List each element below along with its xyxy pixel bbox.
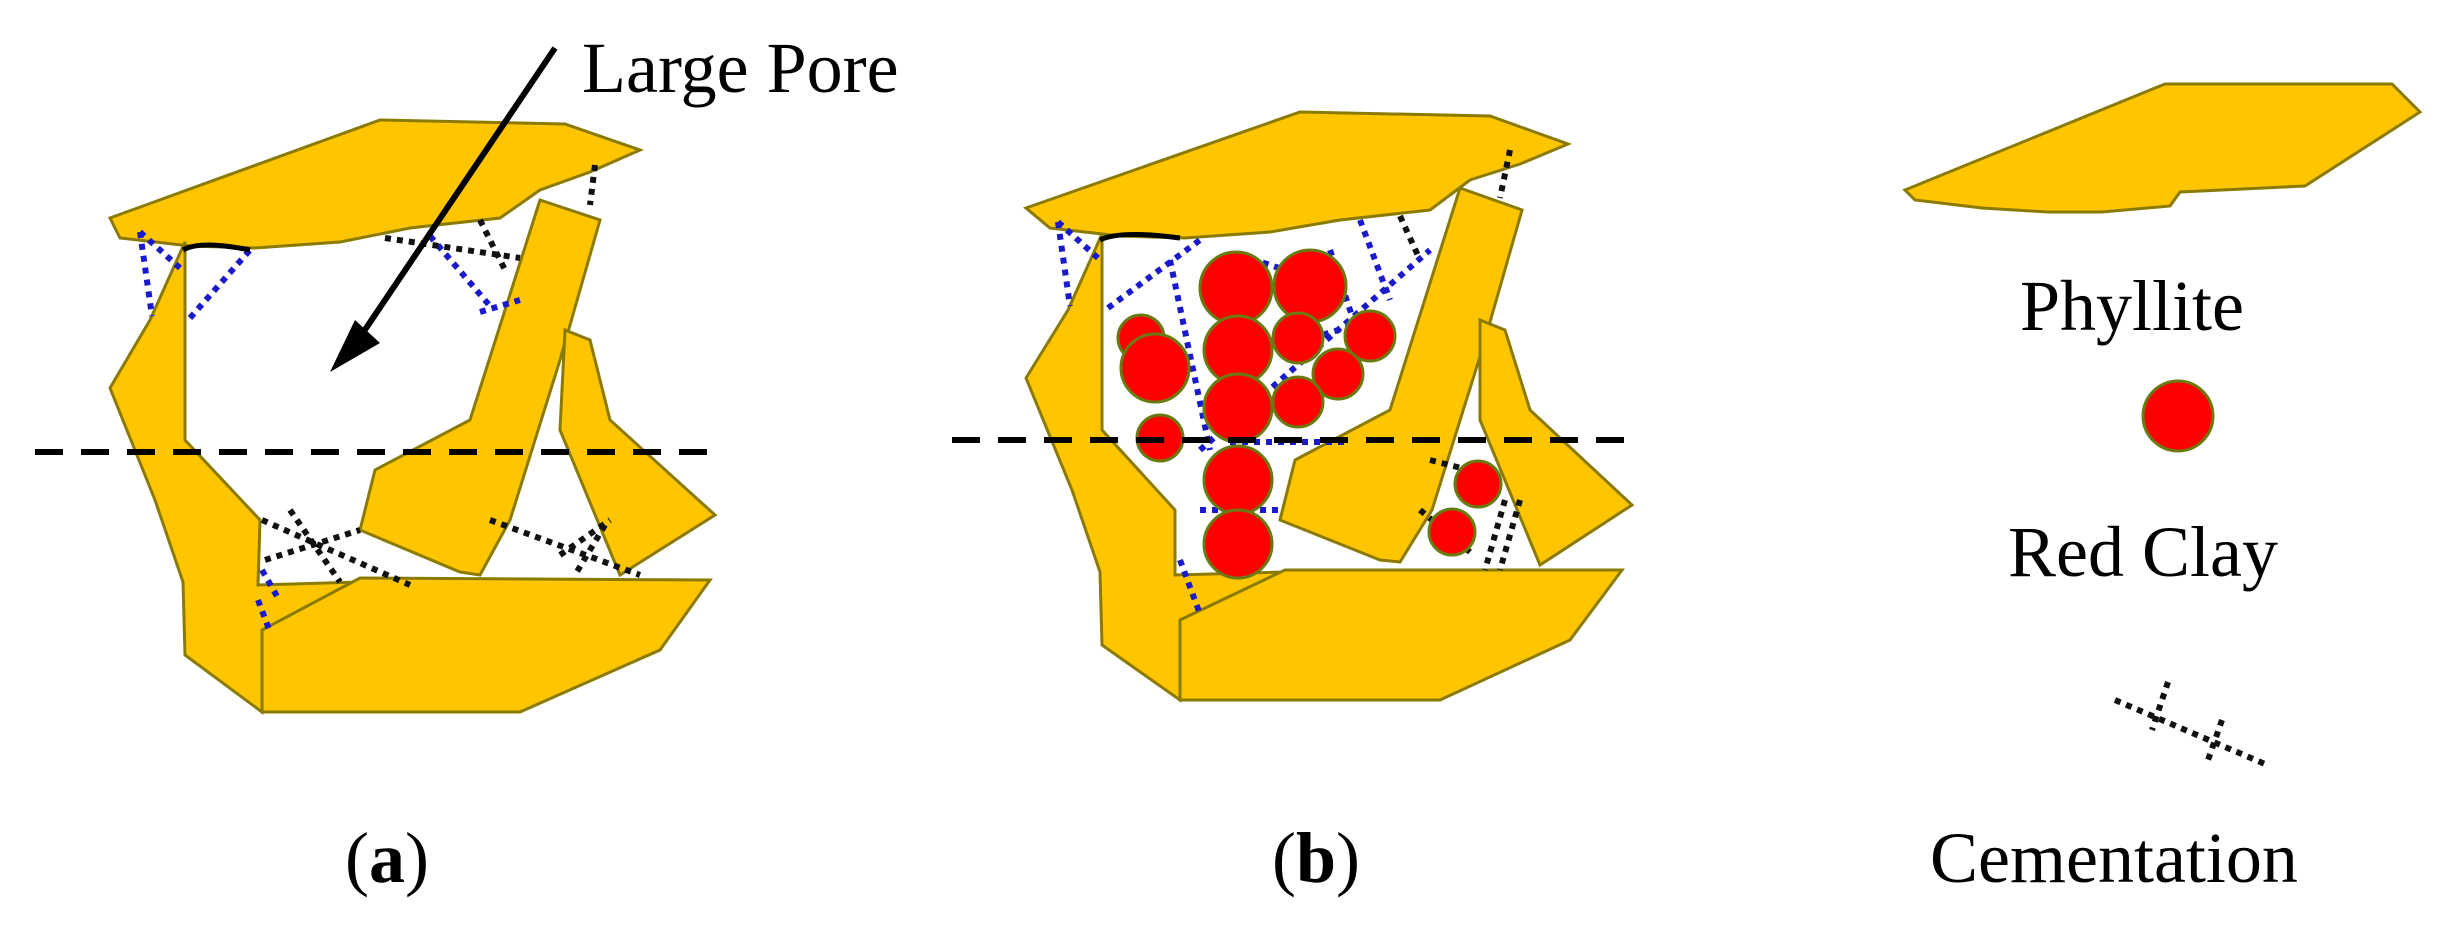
large-pore-label: Large Pore (582, 28, 899, 108)
cementation-mark (1497, 499, 1523, 571)
bonding-line (137, 229, 183, 271)
legend-red-clay-label: Red Clay (2008, 512, 2278, 592)
bonding-line (1357, 218, 1393, 302)
bonding-line (255, 598, 273, 634)
bonding-line (1177, 558, 1203, 616)
panel-b (1023, 110, 1635, 703)
phyllite-bottom-plate-b (1178, 568, 1625, 702)
panel-a-caption: (a) (345, 818, 429, 898)
legend-phyllite-swatch (1902, 82, 2423, 214)
legend-phyllite-label: Phyllite (2020, 266, 2244, 346)
cementation-mark (287, 508, 343, 584)
cementation-mark (572, 523, 608, 577)
red-clay-particle (1453, 459, 1503, 509)
panel-a (107, 46, 718, 715)
cementation-mark (260, 517, 412, 588)
bonding-line (1167, 259, 1213, 451)
phyllite-center-piece-b (1278, 186, 1524, 564)
pore-edge (1098, 231, 1181, 243)
red-clay-particle (1119, 332, 1191, 404)
arrowhead-icon (330, 320, 380, 372)
cementation-mark (1482, 499, 1508, 571)
legend-cementation-swatch (2205, 719, 2225, 761)
red-clay-particle (1343, 309, 1397, 363)
red-clay-particle (1202, 444, 1274, 516)
large-pore-arrow (347, 46, 558, 354)
legend: Phyllite Red Clay Cementation (1902, 82, 2423, 898)
cementation-mark (1497, 149, 1513, 199)
bonding-line (259, 568, 281, 600)
red-clay-particle (1271, 311, 1325, 365)
cementation-mark (488, 517, 642, 578)
red-clay-particle (1272, 248, 1348, 324)
red-clay-particle (1271, 375, 1325, 429)
bonding-line (187, 248, 253, 320)
phyllite-bottom-plate-a (260, 576, 713, 714)
cementation-mark (477, 218, 508, 272)
cementation-mark (1397, 214, 1423, 262)
red-clay-particle (1202, 508, 1274, 580)
red-clay-particle (1202, 372, 1274, 444)
red-clay-particle (1198, 250, 1274, 326)
bonding-line (427, 234, 493, 308)
bonding-line (1106, 237, 1202, 311)
bonding-line (1055, 221, 1073, 307)
pore-edge (181, 242, 251, 253)
red-clay-particle (1427, 507, 1477, 557)
legend-red-clay-swatch (2141, 379, 2215, 453)
legend-cementation-swatch (2149, 681, 2171, 731)
red-clay-particle (1311, 347, 1365, 401)
phyllite-center-piece-a (358, 198, 602, 577)
bonding-line (1055, 219, 1101, 261)
legend-cementation-swatch (2113, 697, 2267, 767)
panel-b-caption: (b) (1272, 818, 1360, 898)
legend-cementation-label: Cementation (1930, 818, 2298, 898)
bonding-line (137, 231, 155, 317)
